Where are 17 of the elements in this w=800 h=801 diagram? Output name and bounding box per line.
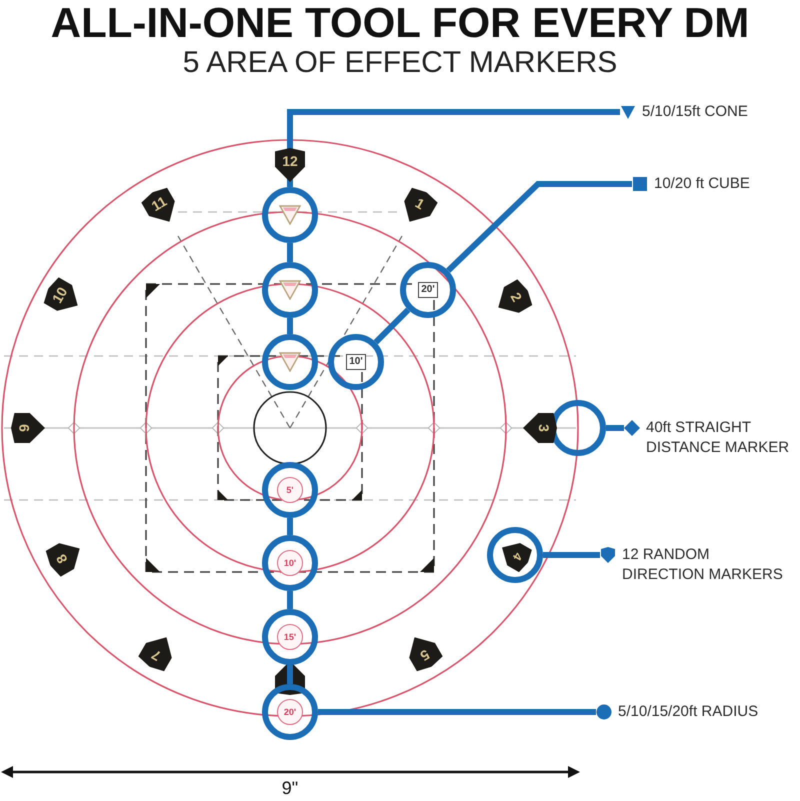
direction-marker: 12: [275, 148, 305, 182]
subtitle: 5 AREA OF EFFECT MARKERS: [182, 46, 618, 80]
callout-label: 10/20 ft CUBE: [654, 174, 750, 194]
callout-label: 12 RANDOM DIRECTION MARKERS: [622, 545, 784, 585]
radius-size-marker: 10': [277, 550, 303, 576]
cube-size-marker: 20': [418, 282, 438, 298]
radius-size-marker: 5': [277, 477, 303, 503]
cube-size-marker: 10': [346, 354, 366, 370]
radius-size-marker: 15': [277, 624, 303, 650]
callout-label: 5/10/15ft CONE: [642, 102, 748, 122]
radius-size-marker: 20': [277, 699, 303, 725]
title: ALL-IN-ONE TOOL FOR EVERY DM: [50, 0, 750, 46]
callout-label: 40ft STRAIGHT DISTANCE MARKER: [646, 418, 790, 458]
dimension-label: 9": [282, 778, 298, 798]
direction-marker: 9: [11, 413, 45, 443]
callout-label: 5/10/15/20ft RADIUS: [618, 702, 758, 722]
direction-marker: 3: [523, 413, 557, 443]
